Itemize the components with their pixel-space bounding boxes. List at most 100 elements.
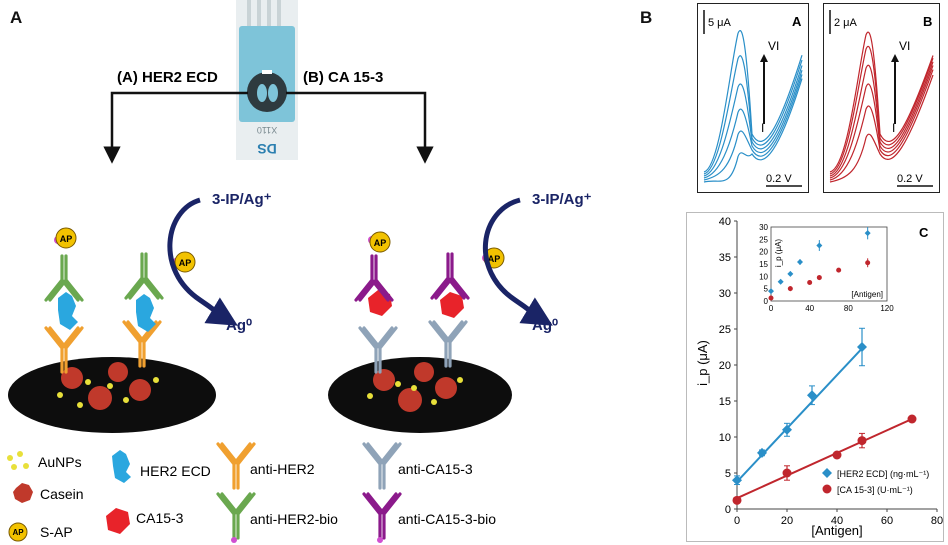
legend-ca153-icon [106, 508, 130, 534]
data-point [732, 475, 742, 486]
data-point [807, 390, 817, 401]
panel-letter-a: A [10, 8, 23, 27]
inset-data-point [787, 286, 793, 292]
legend-biotin-icon [377, 537, 383, 543]
legend-sap-icon: AP [8, 522, 28, 542]
cv-curve [829, 69, 934, 181]
inset-y-axis-label: i_p (μA) [774, 239, 783, 268]
legend-aunps-label: AuNPs [38, 454, 82, 470]
electrode-code: X110 [257, 125, 277, 135]
legend-anti-her2-bio-icon [216, 492, 256, 540]
inset-data-point [816, 275, 822, 281]
inset-y-tick-label: 0 [764, 297, 769, 306]
current-scale-label: 5 μA [708, 17, 732, 29]
inset-data-point [865, 260, 871, 266]
inset-data-point [864, 230, 871, 237]
electrode-brand: DS [257, 141, 276, 157]
cv-curve [703, 65, 803, 177]
y-tick-label: 10 [719, 432, 731, 444]
y-tick-label: 35 [719, 252, 731, 264]
legend-sap-label: S-AP [40, 524, 73, 540]
increase-arrow-head [891, 54, 899, 62]
branch-label-ca153: (B) CA 15-3 [303, 69, 383, 86]
inset-x-tick-label: 0 [769, 304, 774, 313]
aunp [367, 393, 373, 399]
inset-data-point [797, 259, 803, 266]
left-electrode-surface [8, 357, 216, 433]
x-tick-label: 20 [781, 515, 793, 527]
legend-label: [HER2 ECD] (ng·mL⁻¹) [837, 469, 929, 479]
y-tick-label: 40 [719, 216, 731, 228]
cv-curve [703, 70, 803, 179]
branch-label-her2: (A) HER2 ECD [117, 69, 218, 86]
y-tick-label: 25 [719, 324, 731, 336]
aunp [153, 377, 159, 383]
casein-particle [414, 362, 434, 382]
inset-x-axis-label: [Antigen] [851, 290, 883, 299]
data-point [857, 342, 867, 352]
cv-panel-letter: A [792, 14, 802, 29]
branch-left-line [103, 91, 248, 164]
x-tick-label: 80 [931, 515, 943, 527]
aunp [457, 377, 463, 383]
aunp [85, 379, 91, 385]
ap-enzyme [174, 251, 196, 273]
legend-casein-label: Casein [40, 486, 84, 502]
reagent-label-right: 3-IP/Ag⁺ [532, 191, 592, 208]
potential-scale-label: 0.2 V [897, 173, 923, 185]
y-tick-label: 0 [725, 504, 731, 516]
data-point [907, 414, 917, 424]
data-point [832, 450, 842, 460]
cv-curve [703, 55, 803, 175]
aunp [123, 397, 129, 403]
legend-ca153-label: CA15-3 [136, 510, 184, 526]
cv-panel-letter: B [923, 14, 932, 29]
data-point [857, 436, 867, 446]
legend-anti-ca153-bio-label: anti-CA15-3-bio [398, 511, 496, 527]
right-electrode-surface [328, 357, 512, 433]
inset-y-tick-label: 15 [759, 260, 768, 269]
screen-printed-electrode: X110 DS [236, 0, 298, 160]
legend-her2-label: HER2 ECD [140, 463, 211, 479]
current-scale-label: 2 μA [834, 17, 858, 29]
inset-y-tick-label: 20 [759, 248, 768, 257]
data-point [782, 424, 792, 435]
ca153-antigen [440, 292, 464, 318]
svg-text:AP: AP [12, 528, 24, 537]
casein-particle [373, 369, 395, 391]
increase-arrow-head [760, 54, 768, 62]
aunp [395, 381, 401, 387]
casein-particle [398, 388, 422, 412]
casein-particle [108, 362, 128, 382]
aunp [431, 399, 437, 405]
legend-casein-icon [13, 483, 33, 503]
assay-scheme: X110 DS (A) HER2 ECD (B) CA 15-3 AP AP 3… [7, 0, 592, 543]
legend-anti-ca153-label: anti-CA15-3 [398, 461, 473, 477]
inset-data-point [768, 288, 774, 295]
ap-label: AP [60, 234, 73, 244]
y-tick-label: 30 [719, 288, 731, 300]
panel-letter-b: B [640, 8, 653, 27]
x-axis-label: [Antigen] [811, 523, 862, 538]
reagent-label-left: 3-IP/Ag⁺ [212, 191, 272, 208]
legend-anti-her2-bio-label: anti-HER2-bio [250, 511, 338, 527]
cv-curve [703, 74, 803, 181]
y-tick-label: 15 [719, 396, 731, 408]
ap-label: AP [374, 238, 387, 248]
casein-particle [61, 367, 83, 389]
inset-data-point [768, 295, 774, 301]
potential-scale-label: 0.2 V [766, 173, 792, 185]
legend-marker [822, 468, 832, 478]
series-label-top: VI [899, 39, 910, 53]
data-point [782, 468, 792, 478]
inset-y-tick-label: 5 [764, 285, 769, 294]
casein-particle [88, 386, 112, 410]
product-label-right: Ag⁰ [532, 317, 558, 334]
cv-curve [829, 31, 934, 173]
fit-line [736, 418, 913, 500]
legend-her2-icon [112, 450, 131, 483]
y-axis-label: i_p (μA) [695, 340, 710, 386]
